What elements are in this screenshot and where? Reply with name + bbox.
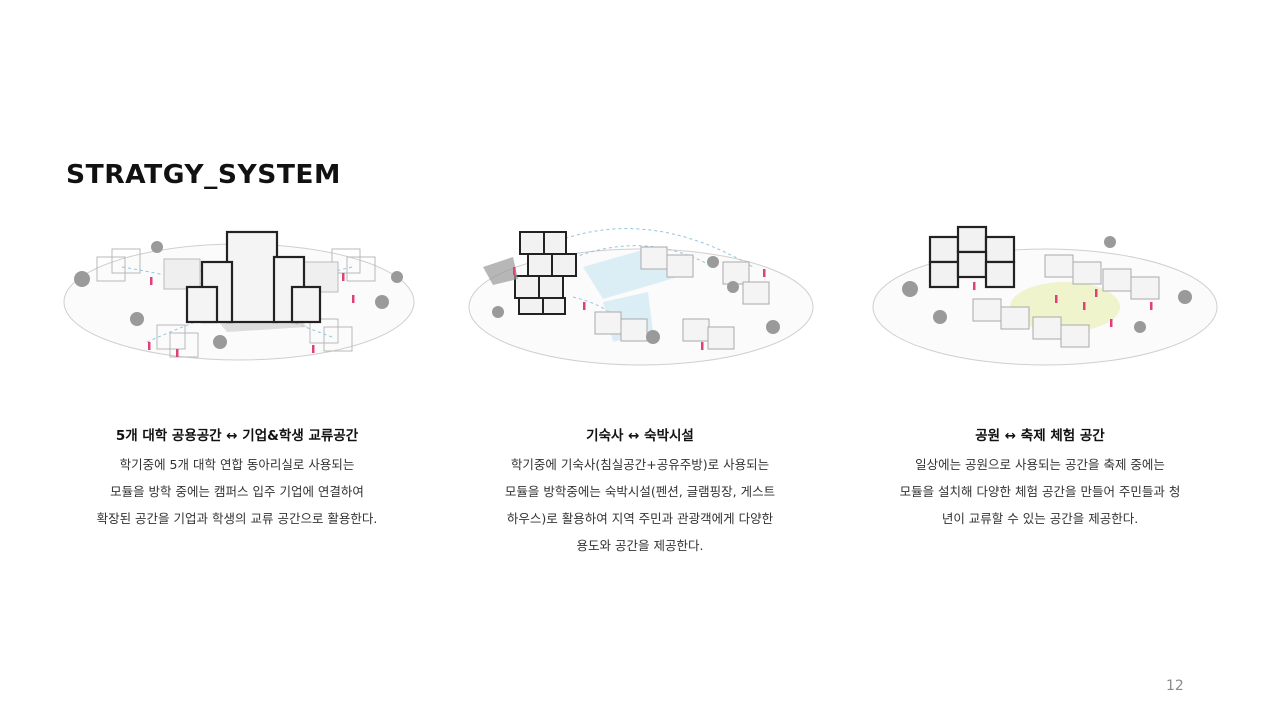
- strategy-line: 학기중에 기숙사(침실공간+공유주방)로 사용되는: [510, 457, 770, 472]
- strategy-line: 용도와 공간을 제공한다.: [576, 538, 704, 553]
- diagram-dormitory-lodging: [453, 207, 828, 412]
- strategy-caption-3: 공원 ↔ 축제 체험 공간 일상에는 공원으로 사용되는 공간을 축제 중에는 …: [845, 424, 1235, 532]
- page-title: STRATGY_SYSTEM: [66, 160, 341, 190]
- diagram-park-festival: [855, 207, 1230, 412]
- strategy-line: 모듈을 설치해 다양한 체험 공간을 만들어 주민들과 청: [899, 484, 1181, 499]
- strategy-heading: 5개 대학 공용공간 ↔ 기업&학생 교류공간: [115, 428, 359, 444]
- strategy-line: 하우스)로 활용하여 지역 주민과 관광객에게 다양한: [506, 511, 774, 526]
- strategy-line: 학기중에 5개 대학 연합 동아리실로 사용되는: [119, 457, 355, 472]
- strategy-heading: 공원 ↔ 축제 체험 공간: [975, 428, 1105, 444]
- diagram-shared-space: [52, 207, 427, 412]
- strategy-line: 확장된 공간을 기업과 학생의 교류 공간으로 활용한다.: [96, 511, 378, 526]
- strategy-caption-1: 5개 대학 공용공간 ↔ 기업&학생 교류공간 학기중에 5개 대학 연합 동아…: [42, 424, 432, 532]
- page-number: 12: [1166, 678, 1184, 694]
- strategy-caption-2: 기숙사 ↔ 숙박시설 학기중에 기숙사(침실공간+공유주방)로 사용되는 모듈을…: [445, 424, 835, 559]
- strategy-line: 년이 교류할 수 있는 공간을 제공한다.: [941, 511, 1139, 526]
- strategy-line: 모듈을 방학 중에는 캠퍼스 입주 기업에 연결하여: [110, 484, 364, 499]
- strategy-line: 모듈을 방학중에는 숙박시설(펜션, 글램핑장, 게스트: [504, 484, 776, 499]
- strategy-line: 일상에는 공원으로 사용되는 공간을 축제 중에는: [915, 457, 1165, 472]
- strategy-heading: 기숙사 ↔ 숙박시설: [586, 428, 694, 444]
